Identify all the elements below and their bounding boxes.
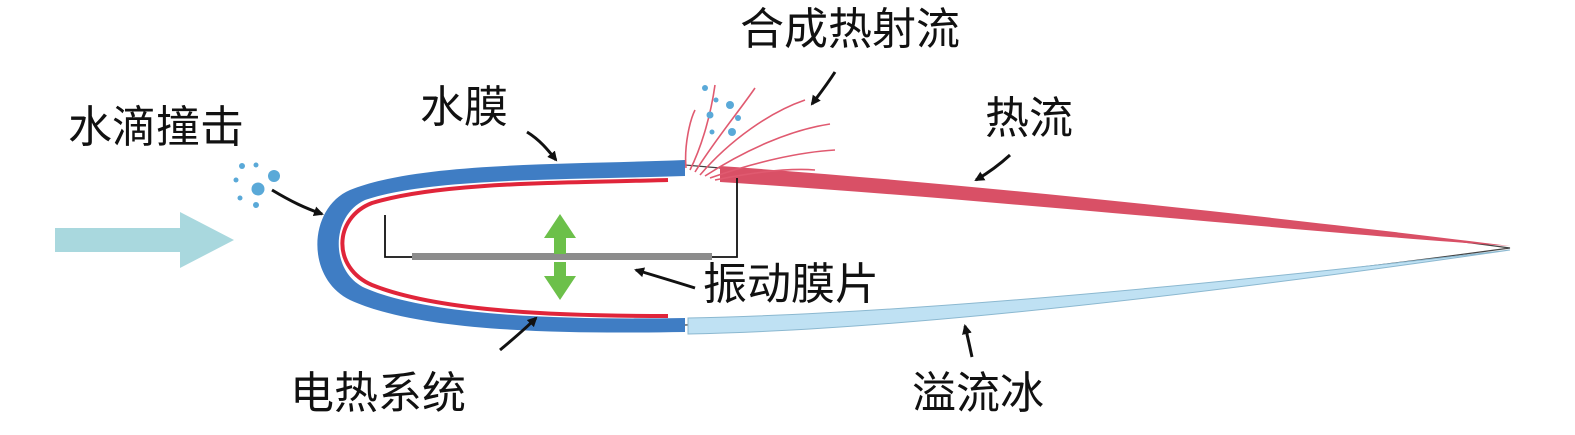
heater-upper [340, 178, 669, 318]
leader-arrows [271, 71, 1012, 358]
arrow-droplet-impact [271, 188, 324, 217]
arrow-synthetic-jet [810, 71, 837, 106]
label-vibrating-membrane: 振动膜片 [703, 259, 879, 310]
jet-droplets [702, 85, 741, 136]
label-electric-heating-system: 电热系统 [290, 368, 466, 419]
vibrating-membrane-plate [412, 253, 712, 260]
impinging-droplets [233, 162, 280, 208]
label-water-film: 水膜 [420, 82, 508, 133]
arrow-water-film [526, 130, 558, 162]
hot-flow-layer [720, 166, 1510, 246]
inflow-arrow-icon [55, 212, 234, 268]
arrow-heating-system [499, 316, 538, 352]
label-hot-flow: 热流 [985, 93, 1073, 144]
arrow-runback-ice [962, 324, 974, 358]
synthetic-jet-lines [684, 84, 836, 181]
runback-ice-layer [687, 249, 1511, 335]
vibration-arrow-icon [544, 214, 576, 300]
arrow-hot-flow [974, 153, 1012, 182]
label-synthetic-jet: 合成热射流 [740, 4, 960, 55]
label-runback-ice: 溢流冰 [912, 368, 1044, 419]
label-droplet-impact: 水滴撞击 [68, 102, 244, 153]
arrow-vibrating-membrane [634, 267, 696, 290]
